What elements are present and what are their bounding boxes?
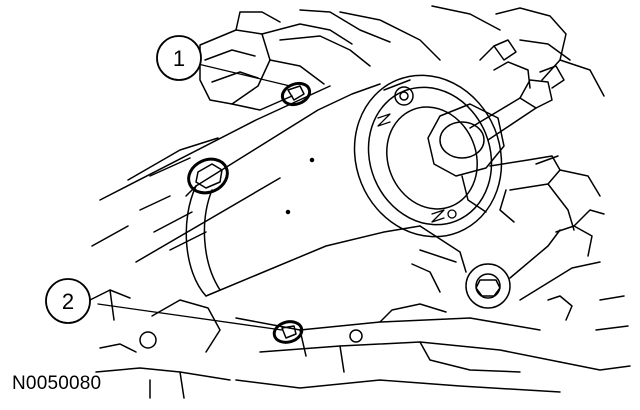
lower-mounting-area (411, 209, 605, 321)
callout-1-leader (197, 63, 291, 87)
lower-frame (89, 289, 631, 399)
figure-id-label: N0050080 (12, 373, 102, 394)
callout-1-label: 1 (173, 46, 185, 71)
callout-2-label: 2 (62, 289, 74, 314)
starter-solenoid (185, 74, 503, 297)
engine-block-background (199, 5, 605, 111)
side-bolt (187, 157, 229, 195)
frame-rails (91, 85, 331, 263)
callout-2: 2 (45, 278, 91, 324)
callout-2-leader (97, 303, 283, 331)
lower-bolt (272, 320, 304, 344)
upper-bolt (280, 81, 312, 107)
solenoid-terminals (427, 39, 601, 231)
callout-1: 1 (156, 35, 202, 81)
